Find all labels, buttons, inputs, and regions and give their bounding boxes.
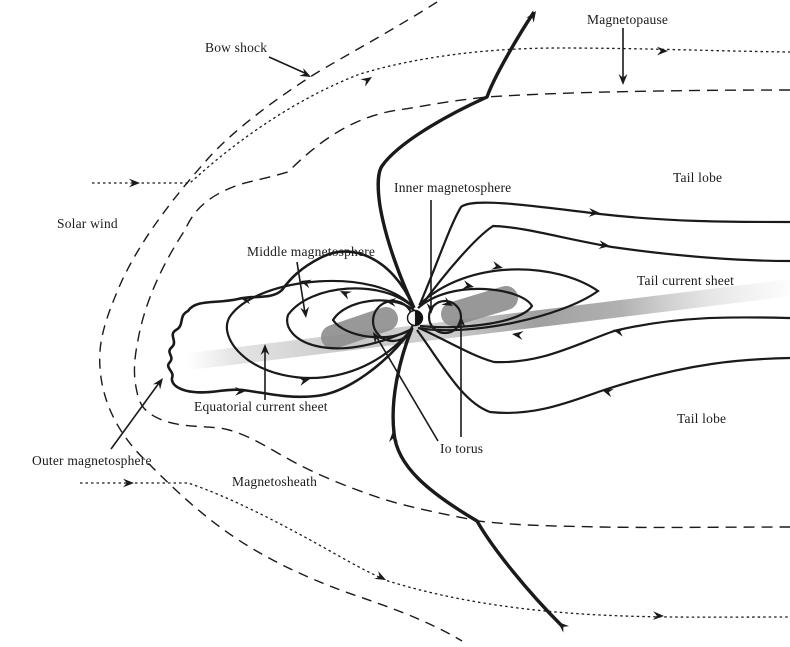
label-magnetopause: Magnetopause [587, 12, 669, 27]
label-io-torus: Io torus [440, 441, 484, 456]
leader-lines [110, 28, 624, 450]
label-bow-shock: Bow shock [205, 40, 268, 55]
planet [406, 309, 424, 327]
io-torus-blob-left [321, 307, 398, 349]
open-field-lines [376, 11, 564, 628]
label-tail-lobe-bottom: Tail lobe [677, 411, 727, 426]
solar-wind-streamlines [80, 47, 790, 618]
label-solar-wind: Solar wind [57, 216, 118, 231]
bow-shock-curve [98, 1, 463, 642]
label-equatorial-current-sheet: Equatorial current sheet [194, 399, 328, 414]
tail-field-lines [416, 201, 790, 414]
label-tail-current-sheet: Tail current sheet [637, 273, 735, 288]
io-torus-blob-right [441, 286, 518, 326]
label-outer-magnetosphere: Outer magnetosphere [32, 453, 152, 468]
label-tail-lobe-top: Tail lobe [673, 170, 723, 185]
label-middle-magnetosphere: Middle magnetosphere [247, 244, 376, 259]
label-inner-magnetosphere: Inner magnetosphere [394, 180, 512, 195]
label-magnetosheath: Magnetosheath [232, 474, 318, 489]
outer-magnetosphere-boundary [166, 250, 415, 399]
